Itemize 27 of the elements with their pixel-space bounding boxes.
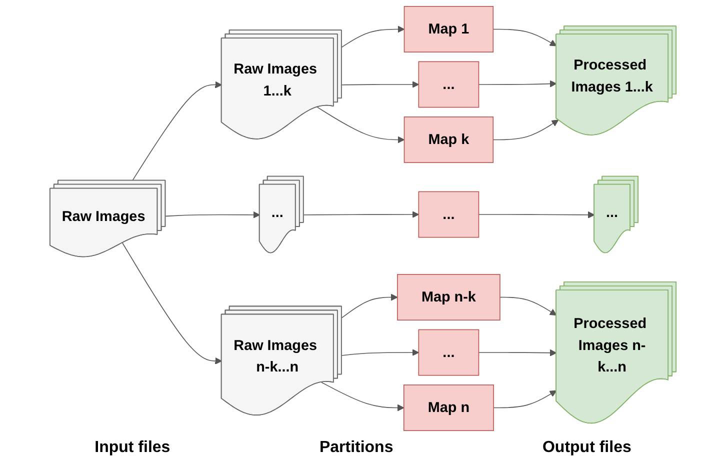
arrow xyxy=(122,242,222,364)
arrow xyxy=(341,26,405,48)
arrow xyxy=(165,211,260,218)
arrow xyxy=(478,349,557,356)
arrow xyxy=(492,120,559,140)
arrow xyxy=(316,106,405,144)
arrow xyxy=(132,81,222,182)
arrow xyxy=(341,349,419,356)
arrow xyxy=(303,210,419,218)
arrow xyxy=(492,28,557,46)
column-caption: Output files xyxy=(542,439,632,457)
arrow xyxy=(321,382,404,412)
node-box: ... xyxy=(418,191,480,238)
node-box: ... xyxy=(418,61,480,108)
node-box: Map k xyxy=(404,116,494,163)
node-box: ... xyxy=(418,329,480,376)
column-caption: Partitions xyxy=(319,439,394,457)
arrow xyxy=(493,390,557,408)
column-caption: Input files xyxy=(94,439,170,457)
arrow xyxy=(341,80,419,88)
arrow xyxy=(478,211,595,218)
node-box: Map n xyxy=(403,384,494,431)
arrow xyxy=(478,80,557,88)
node-box: Map n-k xyxy=(397,274,500,320)
arrow xyxy=(341,294,398,318)
arrow xyxy=(500,296,557,316)
node-box: Map 1 xyxy=(404,6,494,52)
